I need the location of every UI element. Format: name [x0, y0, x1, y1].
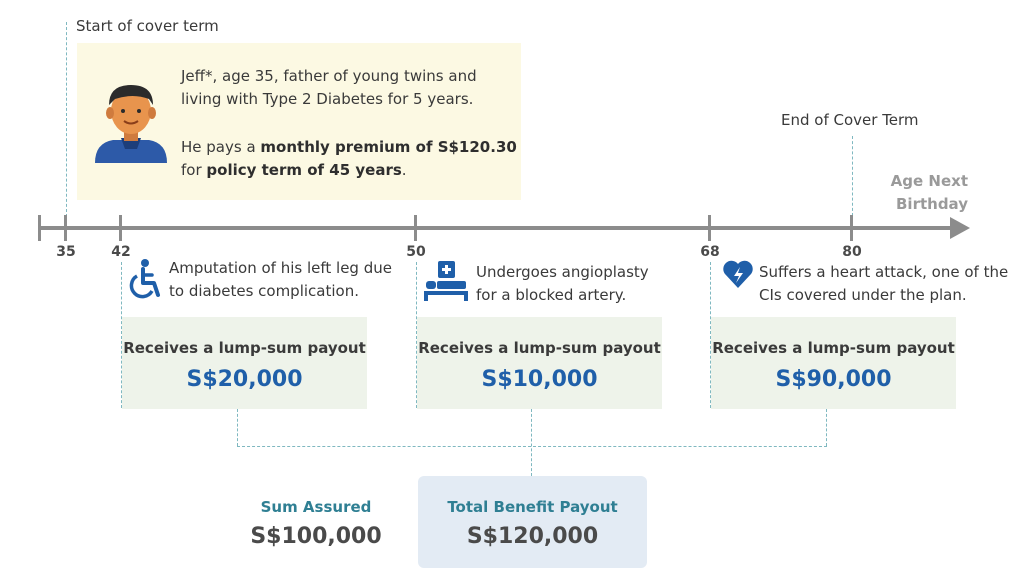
payout-box-2: Receives a lump-sum payout S$10,000: [417, 317, 662, 409]
payout1-caption: Receives a lump-sum payout: [123, 339, 366, 357]
sum-assured-label: Sum Assured: [260, 498, 372, 516]
event2-line2: for a blocked artery.: [476, 286, 627, 304]
payout3-caption: Receives a lump-sum payout: [712, 339, 955, 357]
profile-premium: He pays a monthly premium of S$120.30: [181, 136, 517, 159]
profile-term: for policy term of 45 years.: [181, 159, 407, 182]
event2-line1: Undergoes angioplasty: [476, 263, 649, 281]
premium-prefix: He pays a: [181, 138, 261, 156]
dashed-line-42: [121, 262, 122, 408]
profile-line2: living with Type 2 Diabetes for 5 years.: [181, 90, 474, 108]
sum-assured: Sum Assured S$100,000: [230, 496, 402, 549]
age-label-68: 68: [700, 244, 720, 260]
timeline-arrowhead-icon: [950, 217, 970, 239]
profile-line1: Jeff*, age 35, father of young twins and: [181, 67, 477, 85]
profile-box: Jeff*, age 35, father of young twins and…: [77, 43, 521, 200]
sum-assured-value: S$100,000: [250, 524, 382, 549]
timeline-axis: [38, 226, 952, 230]
premium-amount: monthly premium of S$120.30: [260, 138, 517, 156]
total-benefit-label: Total Benefit Payout: [447, 498, 618, 516]
event3-text: Suffers a heart attack, one of the CIs c…: [759, 261, 1008, 307]
person-avatar-icon: [95, 85, 167, 163]
age-label-50: 50: [406, 244, 426, 260]
start-of-cover-label: Start of cover term: [76, 17, 219, 35]
event3-line1: Suffers a heart attack, one of the: [759, 263, 1009, 281]
end-dashed-line: [852, 136, 853, 216]
bracket-left: [237, 409, 238, 446]
bracket-middle: [531, 409, 532, 476]
event1-line1: Amputation of his left leg due: [169, 259, 392, 277]
age-label-35: 35: [56, 244, 76, 260]
term-length: policy term of 45 years: [206, 161, 402, 179]
axis-label-line2: Birthday: [896, 195, 968, 213]
payout2-amount: S$10,000: [481, 367, 598, 392]
term-prefix: for: [181, 161, 207, 179]
event1-text: Amputation of his left leg due to diabet…: [169, 257, 392, 303]
tick-50: [414, 215, 417, 241]
dashed-line-50: [416, 262, 417, 408]
tick-42: [119, 215, 122, 241]
hospital-bed-icon: [424, 261, 468, 301]
event3-line2: CIs covered under the plan.: [759, 286, 967, 304]
bracket-right: [826, 409, 827, 446]
tick-68: [708, 215, 711, 241]
tick-35: [64, 215, 67, 241]
total-benefit-box: Total Benefit Payout S$120,000: [418, 476, 647, 568]
axis-label: Age Next Birthday: [880, 170, 968, 216]
age-label-42: 42: [111, 244, 131, 260]
end-of-cover-label: End of Cover Term: [781, 111, 919, 129]
wheelchair-icon: [129, 259, 160, 299]
term-suffix: .: [401, 161, 407, 179]
total-benefit-value: S$120,000: [466, 524, 599, 549]
axis-label-line1: Age Next: [890, 172, 968, 190]
payout1-amount: S$20,000: [186, 367, 303, 392]
payout2-caption: Receives a lump-sum payout: [418, 339, 661, 357]
dashed-line-68: [710, 262, 711, 408]
payout-box-1: Receives a lump-sum payout S$20,000: [122, 317, 367, 409]
payout-box-3: Receives a lump-sum payout S$90,000: [711, 317, 956, 409]
tick-80: [850, 215, 853, 241]
event2-text: Undergoes angioplasty for a blocked arte…: [476, 261, 649, 307]
age-label-80: 80: [842, 244, 862, 260]
tick-start: [38, 215, 41, 241]
start-dashed-line: [66, 22, 67, 217]
heart-icon: [723, 260, 753, 288]
bracket-bottom: [237, 446, 827, 447]
payout3-amount: S$90,000: [775, 367, 892, 392]
event1-line2: to diabetes complication.: [169, 282, 359, 300]
